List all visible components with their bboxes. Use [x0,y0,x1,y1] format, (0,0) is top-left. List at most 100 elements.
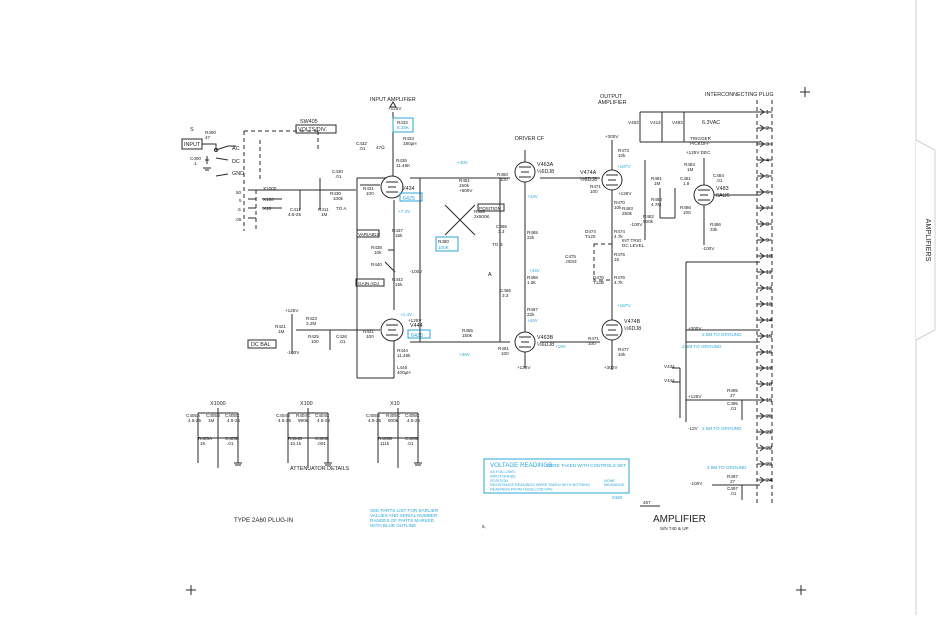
voltage-readings-box: VOLTAGE READINGS WERE TAKEN WITH CONTROL… [483,458,630,500]
plug-pin: 15 [757,332,772,340]
attenuator-part-value: 111k [380,441,390,446]
gnd-label: GND [232,171,244,177]
r400-label: R400 [205,130,216,135]
v463b-type: ½6DJ8 [537,341,554,348]
plug-pin: 24 [757,476,772,484]
registration-marks [186,87,810,595]
voltage-box-title: VOLTAGE READINGS [490,462,552,469]
volts-div-box[interactable] [295,124,337,134]
c497-value: .01 [730,491,737,496]
r482-value: 500k [643,219,654,224]
dc-bal-box[interactable] [247,339,277,349]
r455b-value: 150k [462,333,473,338]
plug-pin: 6 [757,188,772,196]
r465-value: 22k [527,235,535,240]
attenuator-part-label: C405B [366,413,380,418]
r431-label: R431 [363,186,374,191]
plug-pin: 20 [757,412,772,420]
side-tab[interactable] [915,139,936,341]
ac-label: AC [232,146,240,152]
attenuator-group-name: X1000 [210,401,226,407]
heater-v463: V463 [628,120,639,125]
plug-title: INTERCONNECTING PLUG [705,92,774,98]
r477-value: 10k [618,352,626,357]
r432-box [392,117,414,133]
plug-pin-number: 16 [766,350,772,356]
output-r480-label: R480 [651,197,662,202]
attenuator-part-label: R405A [198,436,213,441]
v434-type: 6425 [403,196,415,202]
dc-label: DC [232,159,240,165]
dcbal-minus100: -100V [287,350,300,355]
interconnecting-plug: INTERCONNECTING PLUG 1234567891011121314… [705,92,774,505]
attenuator-part-label: C405C [405,413,420,418]
position-box[interactable] [477,203,505,212]
r421-value: 1M [278,329,285,334]
c466-value: 3.3 [502,293,509,298]
sw400-label: S [190,127,194,133]
heater-6v3: 6.3VAC [702,120,720,126]
dc-level-label: DC LEVEL [622,243,645,248]
v474a-type: ½6DJ8 [580,176,597,183]
r483-value: 250k [622,211,633,216]
int-trig-label: INT TRIG [622,238,642,243]
gain-adj-box[interactable] [355,278,385,287]
r436-value: 11.46K [396,163,411,168]
plug-pin-number: 9 [766,238,769,244]
c497-label: C497 [727,486,738,491]
r477-label: R477 [618,347,629,352]
attenuator-part-label: C404B [276,413,290,418]
v444-plus125: +125V [408,318,422,323]
plug-pin: 12 [757,284,772,292]
x1000-tap: X1000 [263,186,277,191]
plug-pin-number: 13 [766,302,772,308]
r473-value: 10k [618,153,626,158]
range-.5: .5 [237,207,241,212]
c432-label: C432 [356,141,367,146]
driver-v40: +40V [457,160,469,165]
attenuator-group-name: X100 [300,401,313,407]
plug-pin-number: 21 [766,430,772,436]
to-b-label: TO B [492,242,503,247]
driver-v46: +46V [459,352,471,357]
variable-box[interactable] [356,229,380,238]
r495-label: R495 [727,388,738,393]
c432-value: .01 [359,146,366,151]
r437-value: 15k [395,233,403,238]
heater-v483: V483 [672,120,683,125]
r437-label: R437 [392,228,403,233]
driver-r480-label: R480 [438,239,449,244]
output-v19: +19V [555,344,567,349]
r471-value: 100 [590,189,598,194]
c466-label: C466 [500,288,511,293]
side-tab-label: AMPLIFIERS [924,219,933,262]
attenuator-part-value: 4.5-25 [368,418,381,423]
minus100-label: -100V [410,269,423,274]
attenuator-part-value: 990k [298,418,309,423]
r486-value: 100 [683,210,691,215]
r444-label: R444 [397,348,408,353]
r451-volt: +500V [459,188,473,193]
plug-pin: 9 [757,236,772,244]
r486-label: R486 [680,205,691,210]
c481-label: C481 [680,176,691,181]
r411-label: R411 [318,207,329,212]
c400-value: .1 [193,161,197,166]
pickoff-label: PICKOFF [690,141,710,146]
plug-pin: 16 [757,348,772,356]
voltage-box-frame [483,458,630,494]
plug-pin: 21 [757,428,772,436]
ground-note-4: 2.5M TO GROUND [707,465,747,470]
note-line-3: RANGES OF PARTS MARKED [370,518,435,523]
plug-pin-number: 3 [766,142,769,148]
r471-label: R471 [590,184,601,189]
r475-value: 15 [614,257,620,262]
input-section: INPUT S R400 47 C400 .1 AC DC GND SW405 … [181,119,356,231]
to-a-label: TO A [336,206,347,211]
net-minus100: -100V [690,481,703,486]
c465-label: C465 [496,224,507,229]
r476-value: 4.7k [614,280,623,285]
plus125-label: +125V [388,106,402,111]
l445-value: 400µH [397,370,411,375]
blue-outline-note: SEE PARTS LIST FOR EARLIER VALUES AND SE… [370,508,439,528]
